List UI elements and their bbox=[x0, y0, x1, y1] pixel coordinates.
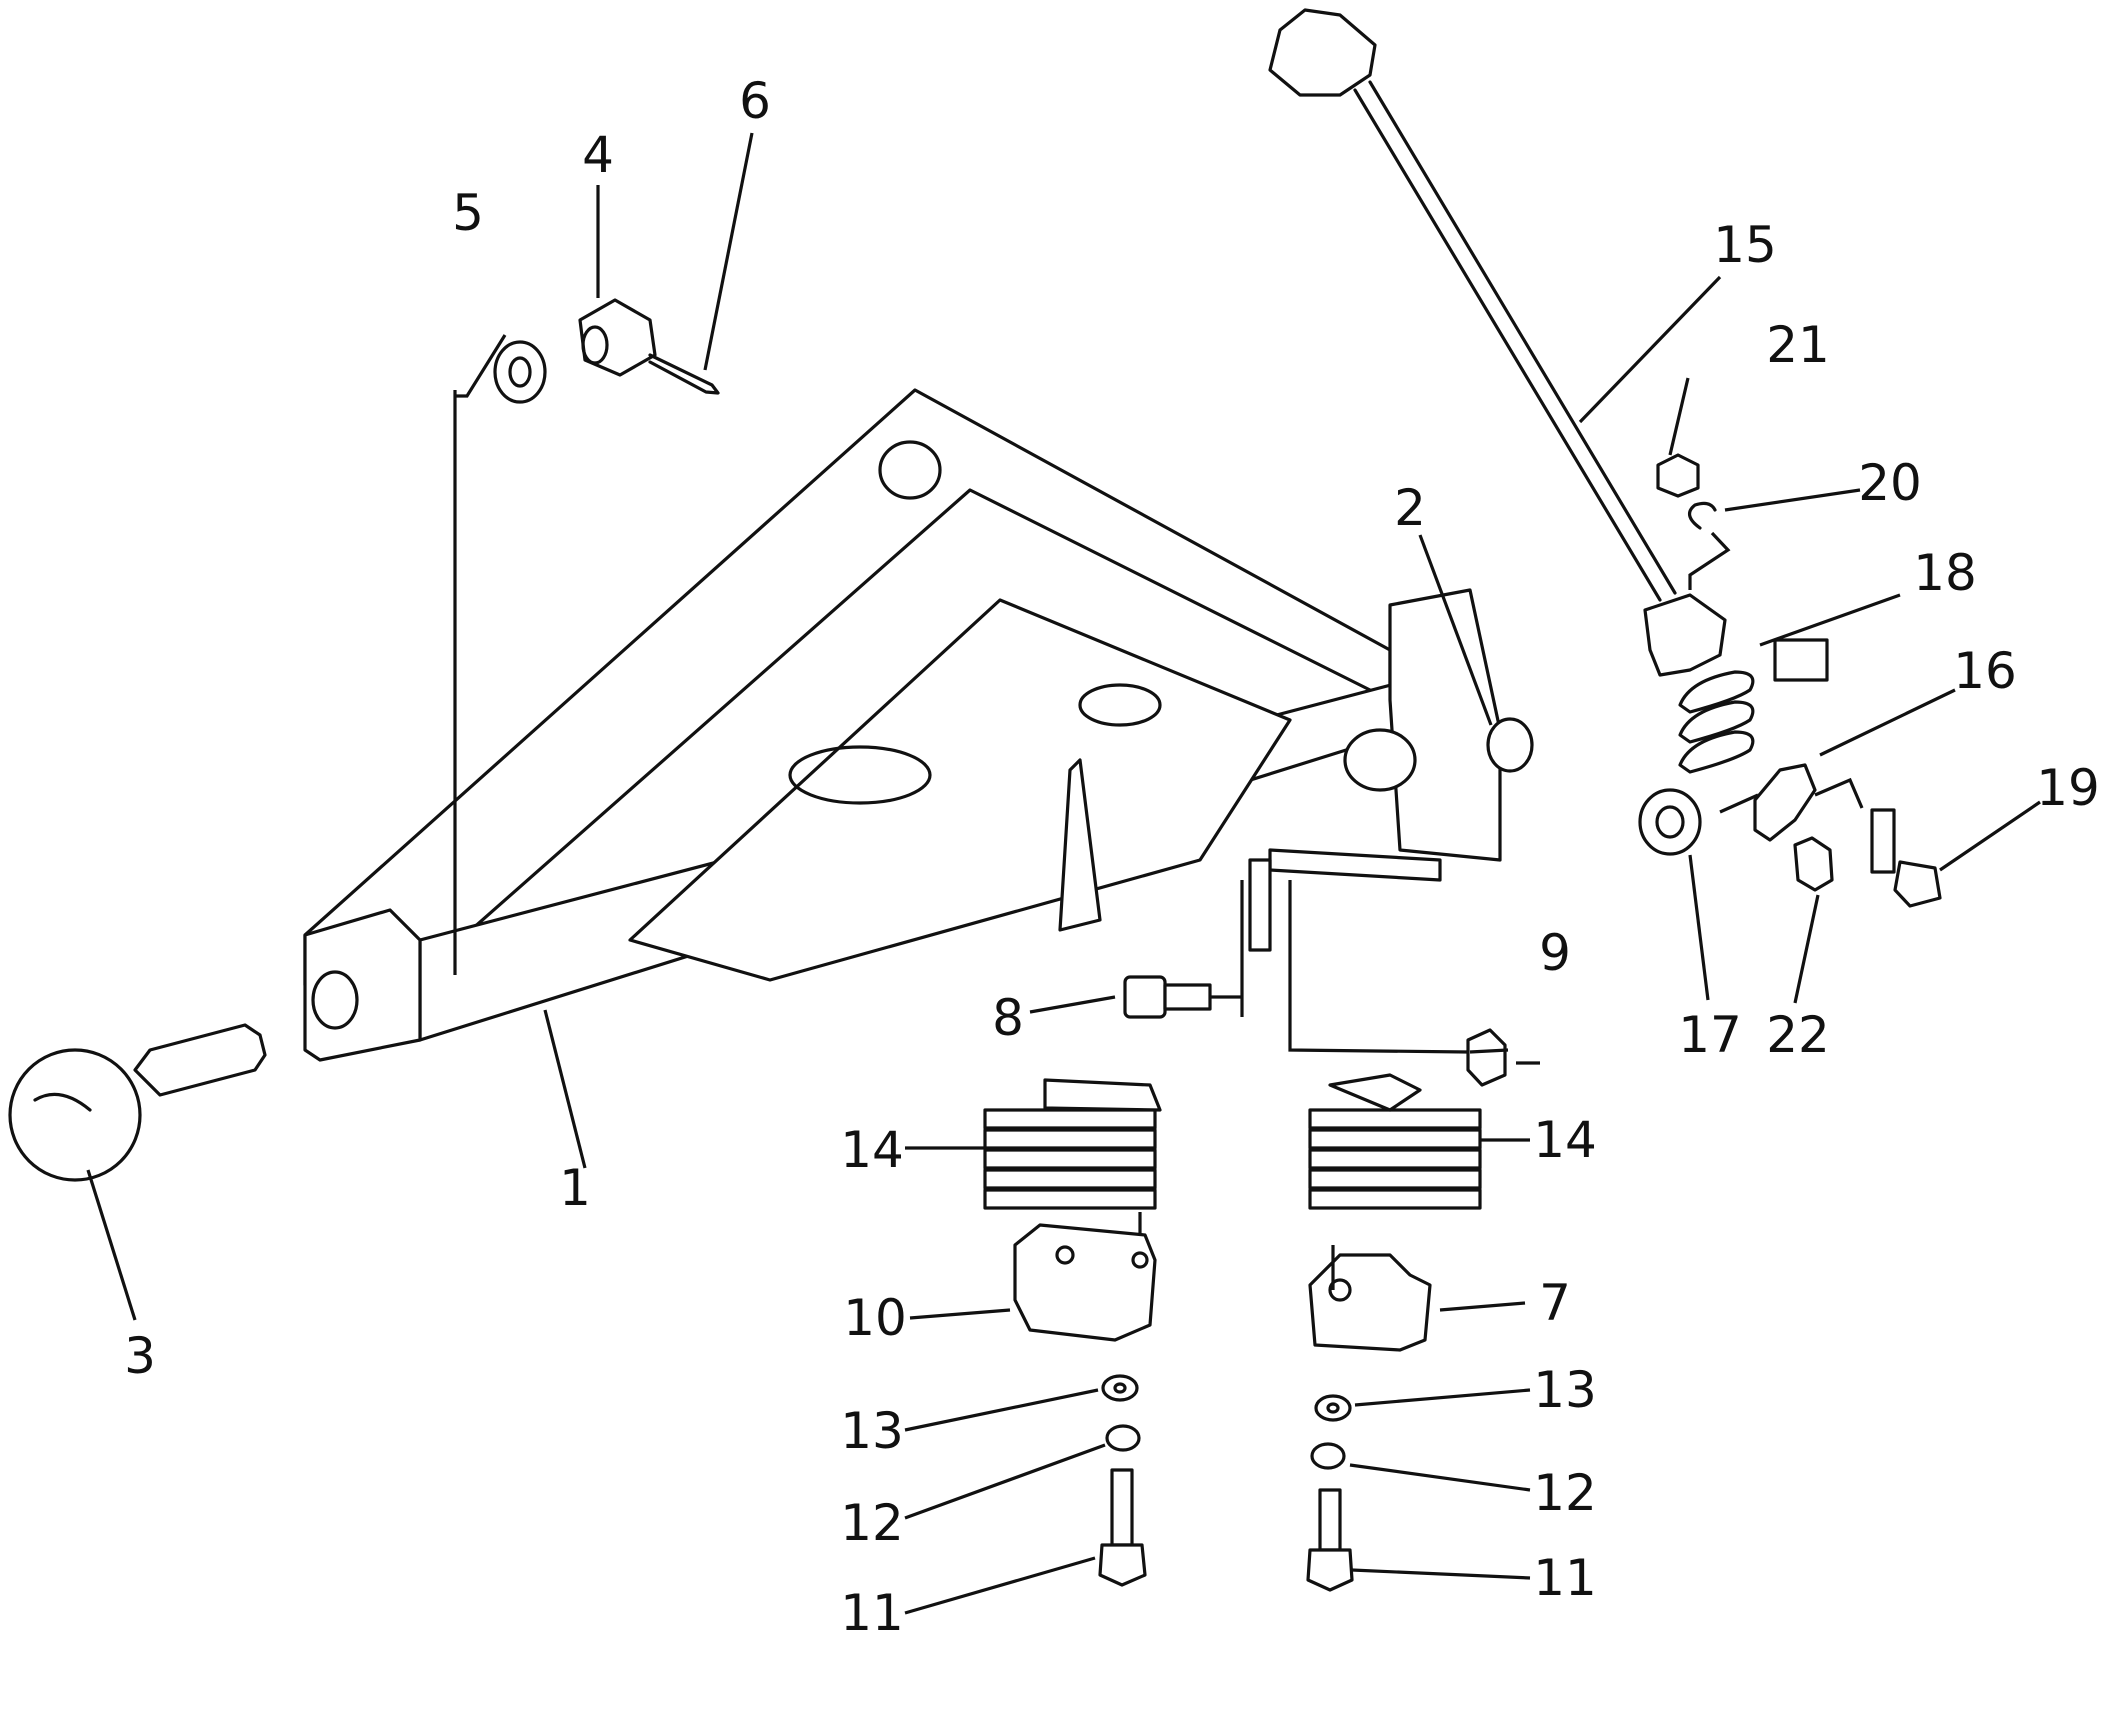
callout-1: 1 bbox=[559, 1159, 591, 1217]
shim-stack-right-part bbox=[1308, 1073, 1482, 1210]
control-rod-part bbox=[1268, 8, 1727, 677]
grease-fitting-part-22 bbox=[1793, 836, 1834, 892]
callout-19: 19 bbox=[2036, 759, 2100, 817]
clip-stack-part-18 bbox=[1678, 638, 1829, 774]
callout-20: 20 bbox=[1858, 454, 1922, 512]
callout-8: 8 bbox=[992, 989, 1024, 1047]
clip-part-20 bbox=[1688, 501, 1717, 530]
callout-16: 16 bbox=[1953, 642, 2017, 700]
washer-13-left-part bbox=[1101, 1374, 1139, 1402]
bolt-part-19 bbox=[1870, 808, 1942, 908]
cotter-pin-part bbox=[648, 353, 720, 395]
bolt-part-8 bbox=[1123, 975, 1212, 1019]
callout-17: 17 bbox=[1678, 1006, 1742, 1064]
callout-5: 5 bbox=[452, 184, 484, 242]
callout-14-left: 14 bbox=[840, 1121, 904, 1179]
block-part-7 bbox=[1308, 1253, 1432, 1352]
callout-labels: 1 2 3 4 5 6 7 8 9 10 11 11 12 12 13 13 1… bbox=[124, 72, 2100, 1642]
nut-part bbox=[578, 298, 657, 377]
washer-13-right-part bbox=[1314, 1394, 1352, 1422]
shim-stack-left-part bbox=[983, 1078, 1162, 1210]
callout-12-left: 12 bbox=[840, 1494, 904, 1552]
callout-6: 6 bbox=[739, 72, 771, 130]
leader-lines bbox=[86, 132, 2041, 1615]
callout-12-right: 12 bbox=[1533, 1464, 1597, 1522]
nut-part-9 bbox=[1466, 1028, 1507, 1087]
a-frame-part bbox=[303, 388, 1534, 1062]
callout-2: 2 bbox=[1394, 479, 1426, 537]
washer-part bbox=[493, 340, 547, 404]
lock-washer-12-left-part bbox=[1105, 1424, 1141, 1452]
callout-7: 7 bbox=[1539, 1274, 1571, 1332]
bearing-part-17 bbox=[1638, 788, 1702, 856]
callout-11-left: 11 bbox=[840, 1584, 904, 1642]
block-part-10 bbox=[1013, 1223, 1157, 1342]
callout-10: 10 bbox=[843, 1289, 907, 1347]
bolt-11-left-part bbox=[1098, 1468, 1147, 1587]
lock-washer-12-right-part bbox=[1310, 1442, 1346, 1470]
callout-4: 4 bbox=[582, 126, 614, 184]
callout-11-right: 11 bbox=[1533, 1549, 1597, 1607]
callout-21: 21 bbox=[1766, 316, 1830, 374]
callout-14-right: 14 bbox=[1533, 1111, 1597, 1169]
callout-15: 15 bbox=[1713, 216, 1777, 274]
callout-18: 18 bbox=[1913, 544, 1977, 602]
ball-stud-part bbox=[8, 1023, 267, 1182]
callout-13-right: 13 bbox=[1533, 1361, 1597, 1419]
callout-3: 3 bbox=[124, 1327, 156, 1385]
callout-13-left: 13 bbox=[840, 1402, 904, 1460]
callout-22: 22 bbox=[1766, 1006, 1830, 1064]
bolt-11-right-part bbox=[1306, 1488, 1354, 1592]
nut-part-21 bbox=[1656, 453, 1700, 498]
yoke-part-16 bbox=[1753, 763, 1817, 842]
callout-9: 9 bbox=[1539, 924, 1571, 982]
